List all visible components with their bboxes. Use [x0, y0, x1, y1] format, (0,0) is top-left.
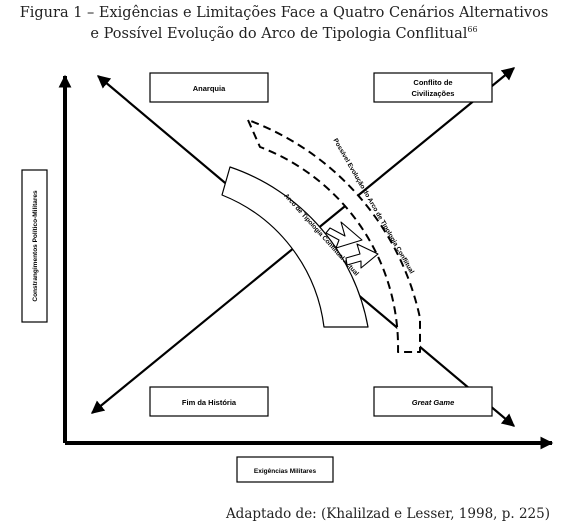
- x-axis-label: Exigências Militares: [254, 468, 317, 475]
- y-axis-label-box: [21, 169, 48, 323]
- scenario-label-great-game: Great Game: [412, 398, 455, 407]
- scenario-label-conflito-line2: Civilizações: [412, 89, 455, 98]
- scenario-label-anarquia: Anarquia: [193, 84, 226, 93]
- figure-title-line-1: Figura 1 – Exigências e Limitações Face …: [19, 5, 549, 21]
- evolution-arrow-upper: [325, 221, 363, 249]
- footnote-reference: 66: [467, 25, 478, 34]
- scenario-label-fim-historia: Fim da História: [182, 398, 237, 407]
- y-axis-label: Constrangimentos Político-Militares: [32, 190, 39, 302]
- scenario-box-great-game: [373, 386, 493, 417]
- current-arc-band: [221, 166, 369, 328]
- evolution-arrow-lower: [345, 243, 379, 269]
- figure-title-line-2: e Possível Evolução do Arco de Tipologia…: [0, 25, 568, 42]
- scenario-box-fim-historia: [149, 386, 269, 417]
- scenario-box-conflito: [373, 72, 493, 103]
- future-arc-band: [247, 119, 421, 353]
- figure-source: Adaptado de: (Khalilzad e Lesser, 1998, …: [225, 506, 550, 522]
- x-axis-label-box: [236, 456, 334, 483]
- scenario-box-anarquia: [149, 72, 269, 103]
- figure-title-text: e Possível Evolução do Arco de Tipologia…: [90, 26, 468, 42]
- scenario-label-conflito-line1: Conflito de: [413, 78, 452, 87]
